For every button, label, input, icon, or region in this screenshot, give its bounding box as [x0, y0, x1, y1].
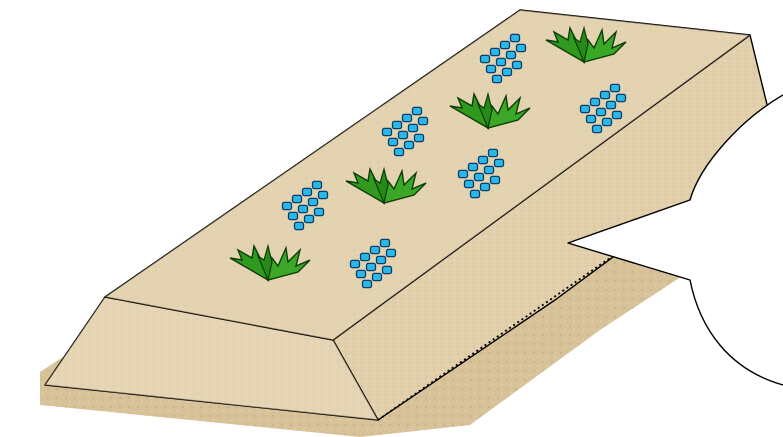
raised-bed-diagram	[0, 0, 783, 437]
